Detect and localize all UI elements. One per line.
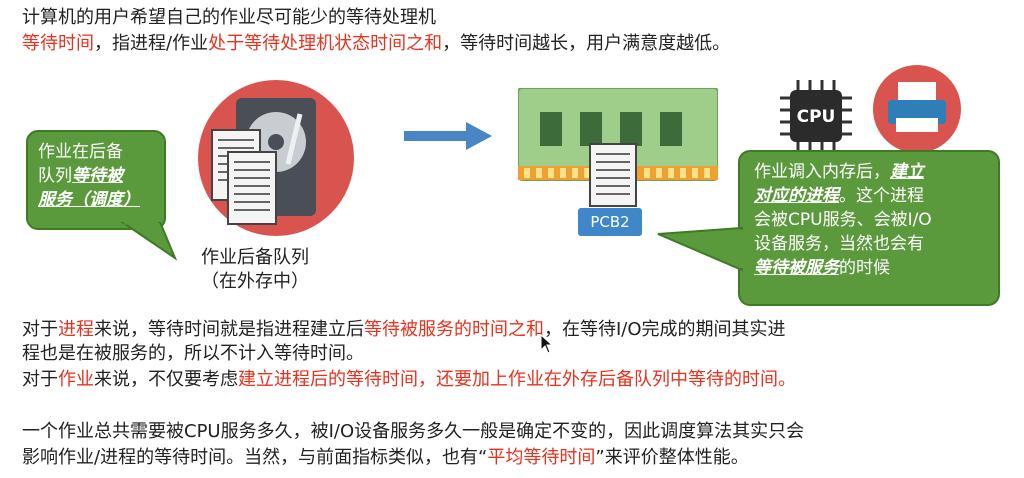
header-text: ，指进程/作业: [94, 33, 209, 54]
para1-highlight: 等待被服务的时间之和: [364, 319, 544, 340]
para1-line-2: 程也是在被服务的，所以不计入等待时间。: [22, 343, 364, 364]
para2-c: 来说，不仅要考虑: [94, 369, 238, 390]
para1-c: 来说，等待时间就是指进程建立后: [94, 319, 364, 340]
right-callout-plain-5: 的时候: [839, 258, 890, 278]
term-average-waiting-time: 平均等待时间: [487, 447, 596, 468]
printer-icon: [873, 65, 961, 153]
cursor-icon: [540, 334, 554, 354]
right-callout-line-4: 设备服务，当然也会有: [754, 234, 924, 254]
right-callout-em-1: 建立: [890, 162, 924, 182]
para3-line-1: 一个作业总共需要被CPU服务多久，被I/O设备服务多久一般是确定不变的，因此调度…: [22, 421, 805, 442]
header-highlight: 处于等待处理机状态时间之和: [208, 33, 443, 54]
cpu-chip-icon: CPU: [780, 80, 852, 152]
left-callout-tail: [120, 222, 178, 261]
right-callout-line-1: 作业调入内存后，建立: [754, 160, 984, 184]
term-job: 作业: [58, 369, 94, 390]
cpu-label: CPU: [797, 107, 836, 127]
header-line-1: 计算机的用户希望自己的作业尽可能少的等待处理机: [22, 6, 436, 30]
queue-caption-line-2: （在外存中）: [201, 271, 309, 292]
para2-a: 对于: [22, 369, 58, 390]
right-callout-tail: [657, 226, 743, 272]
right-callout-plain-2: 。这个进程: [839, 186, 924, 206]
left-callout-em: 等待被: [72, 166, 123, 186]
pcb-label: PCB2: [578, 208, 642, 236]
left-callout-line-1: 作业在后备: [38, 142, 123, 162]
para1-a: 对于: [22, 319, 58, 340]
document-icon: [211, 129, 277, 225]
para1-e: ，在等待I/O完成的期间其实进: [544, 319, 786, 340]
right-callout: 作业调入内存后，建立 对应的进程。这个进程 会被CPU服务、会被I/O 设备服务…: [738, 150, 1000, 306]
para1-line-1: 对于进程来说，等待时间就是指进程建立后等待被服务的时间之和，在等待I/O完成的期…: [22, 318, 786, 342]
term-waiting-time: 等待时间: [22, 33, 94, 54]
header-line-1-text: 计算机的用户希望自己的作业尽可能少的等待处理机: [22, 7, 436, 28]
arrow-right-icon: [404, 122, 492, 150]
term-process: 进程: [58, 319, 94, 340]
para3-a: 影响作业/进程的等待时间。当然，与前面指标类似，也有“: [22, 447, 488, 468]
left-callout: 作业在后备 队列等待被 服务（调度）: [26, 130, 166, 230]
left-callout-line-3: 服务（调度）: [38, 190, 140, 210]
header-line-2: 等待时间，指进程/作业处于等待处理机状态时间之和，等待时间越长，用户满意度越低。: [22, 32, 730, 56]
right-callout-em-2: 对应的进程: [754, 186, 839, 206]
right-callout-plain-1: 作业调入内存后，: [754, 162, 890, 182]
para2-line: 对于作业来说，不仅要考虑建立进程后的等待时间，还要加上作业在外存后备队列中等待的…: [22, 368, 796, 392]
para2-highlight-1: 建立进程后的等待时间: [238, 369, 418, 390]
header-text-end: ，等待时间越长，用户满意度越低。: [442, 33, 731, 54]
para3-line-2: 影响作业/进程的等待时间。当然，与前面指标类似，也有“平均等待时间”来评价整体性…: [22, 446, 749, 470]
pcb-document-icon: [589, 143, 637, 207]
para2-highlight-2: ，还要加上作业在外存后备队列中等待的时间。: [418, 369, 796, 390]
right-callout-line-3: 会被CPU服务、会被I/O: [754, 210, 932, 230]
queue-caption: 作业后备队列 （在外存中）: [180, 246, 330, 294]
left-callout-plain: 队列: [38, 166, 72, 186]
queue-caption-line-1: 作业后备队列: [201, 247, 309, 268]
para3-c: ”来评价整体性能。: [595, 447, 749, 468]
left-callout-line-2: 队列等待被: [38, 164, 154, 188]
right-callout-line-2: 对应的进程。这个进程: [754, 184, 984, 208]
right-callout-line-5: 等待被服务的时候: [754, 256, 984, 280]
right-callout-em-5: 等待被服务: [754, 258, 839, 278]
